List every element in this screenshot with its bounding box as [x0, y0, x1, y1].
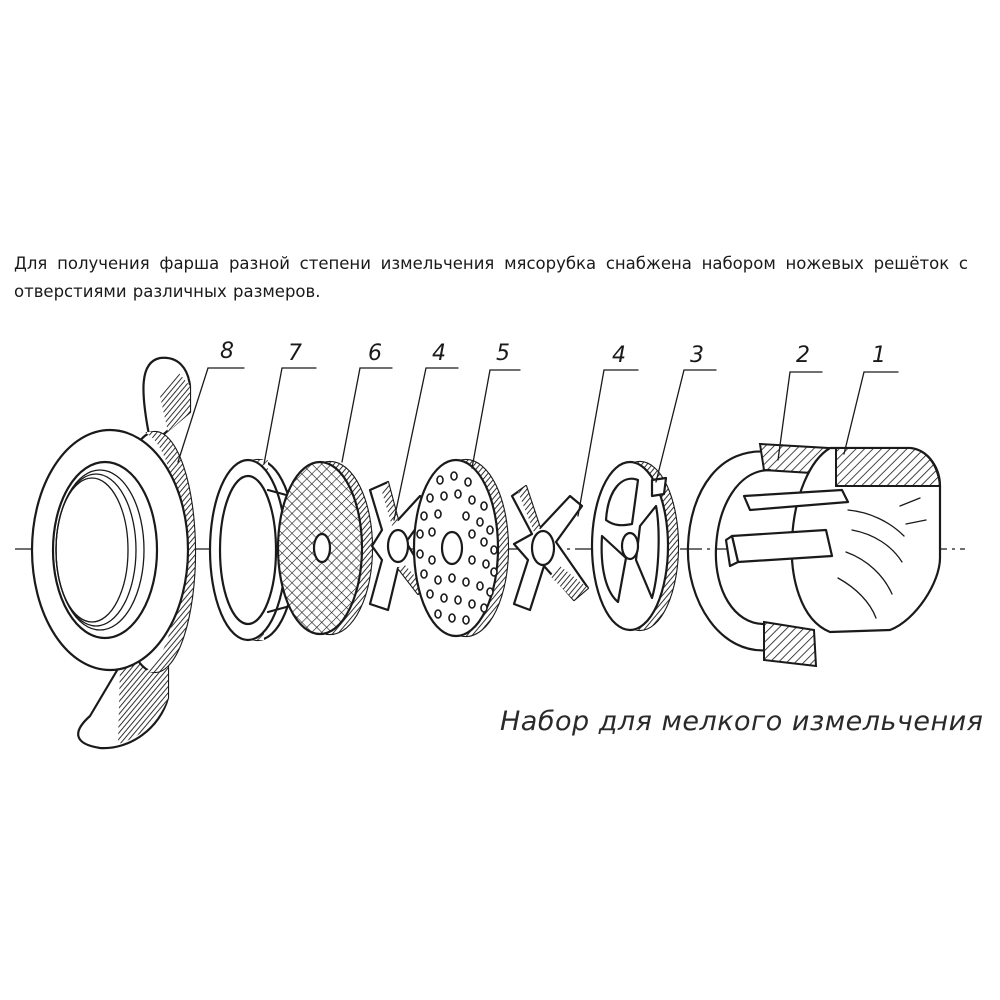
cross-knife-right-blade-shade	[518, 486, 588, 600]
auger-shaft-square	[730, 528, 834, 564]
spoked-grate-opening-left	[600, 534, 628, 604]
housing-sleeve-bottom-section	[763, 620, 818, 668]
auger-shaft-upper	[742, 488, 850, 512]
intro-paragraph: Для получения фарша разной степени измел…	[14, 254, 968, 301]
label-5: 5	[496, 341, 510, 366]
spoked-grate-edge-shade	[630, 462, 678, 630]
spoked-grate-opening-top	[604, 477, 640, 527]
part-6-fine-grate	[276, 460, 374, 636]
label-7: 7	[288, 341, 302, 366]
coarse-grate-edge-shade	[456, 460, 508, 636]
leader-3	[655, 369, 717, 483]
part-8-ring-nut	[30, 356, 197, 750]
auger-collar-section	[835, 447, 942, 487]
diagram-caption: Набор для мелкого измельчения	[500, 706, 983, 737]
ring-nut-upper-wing-shade	[160, 372, 190, 432]
ring-nut-lower-wing-shade	[118, 654, 168, 744]
part-5-coarse-grate	[412, 458, 510, 638]
spacer-ring-inner	[218, 474, 278, 626]
spoked-grate-opening-right	[634, 504, 660, 600]
auger-shaft-square-end	[724, 534, 740, 568]
leader-8	[177, 367, 245, 463]
label-4-left: 4	[432, 341, 446, 366]
leader-1	[843, 371, 899, 455]
housing-sleeve-inner	[714, 468, 772, 626]
ring-nut-side-shade	[140, 432, 195, 672]
label-3: 3	[690, 343, 704, 368]
leader-7	[263, 367, 317, 465]
ring-nut-inner-opening	[51, 460, 159, 640]
leader-5	[471, 369, 521, 469]
meat-grinder-exploded-diagram: 8 7 6 4 5 4 3 2 1 Набор для мелкого изме…	[15, 339, 983, 750]
leader-4a	[393, 367, 459, 521]
spoked-grate-hub	[620, 531, 640, 561]
leader-4b	[577, 369, 639, 517]
ring-nut-thread-3	[55, 477, 129, 623]
label-4-right: 4	[612, 343, 626, 368]
leader-2	[777, 371, 823, 461]
label-2: 2	[796, 343, 810, 368]
fine-grate-edge-shade	[320, 462, 372, 634]
leader-6	[341, 367, 393, 463]
label-1: 1	[872, 343, 886, 368]
label-6: 6	[368, 341, 382, 366]
auger-fins	[837, 497, 927, 619]
part-4-cross-knife-right	[510, 484, 590, 612]
coarse-grate-holes	[416, 471, 498, 625]
label-8: 8	[220, 339, 234, 364]
part-7-spacer-ring	[208, 458, 298, 642]
fine-grate-center-hole	[312, 532, 332, 564]
cross-knife-right-hub	[530, 529, 556, 567]
coarse-grate-center-hole	[440, 530, 464, 566]
part-1-auger-shaft	[724, 446, 942, 634]
cross-knife-left-blade-shade	[382, 482, 424, 594]
housing-sleeve-outline	[686, 450, 772, 652]
cross-knife-left-hub	[386, 528, 410, 564]
part-3-spoked-grate	[590, 460, 680, 632]
spoked-grate-key	[650, 476, 668, 498]
leader-lines	[177, 367, 899, 521]
